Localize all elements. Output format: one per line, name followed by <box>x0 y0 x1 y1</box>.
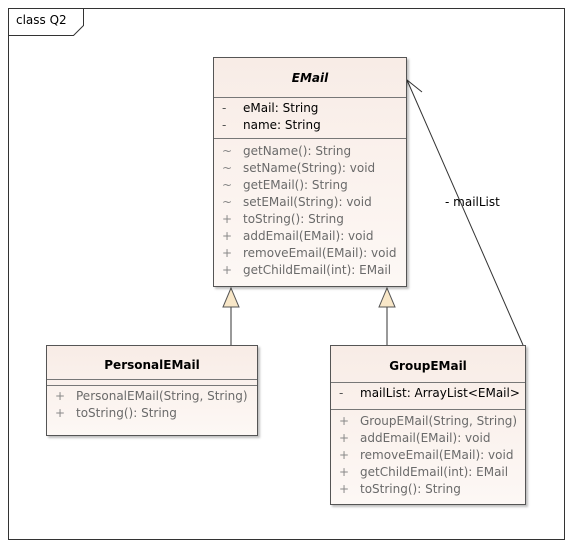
operation-row: + removeEmail(EMail): void <box>331 447 525 464</box>
attribute-row: - mailList: ArrayList<EMail> <box>331 385 525 402</box>
class-personal-email-name: PersonalEMail <box>47 346 257 380</box>
attribute-text: mailList: ArrayList<EMail> <box>360 386 520 400</box>
frame-tab <box>8 8 84 36</box>
class-group-email-name: GroupEMail <box>331 346 525 383</box>
operation-row: ~ setName(String): void <box>214 160 406 177</box>
operation-row: + getChildEmail(int): EMail <box>214 262 406 279</box>
operation-text: setEMail(String): void <box>243 195 372 209</box>
class-group-email-attributes: - mailList: ArrayList<EMail> <box>331 383 525 410</box>
operation-text: getChildEmail(int): EMail <box>243 263 392 277</box>
visibility-marker: ~ <box>222 161 233 175</box>
class-group-email[interactable]: GroupEMail - mailList: ArrayList<EMail> +… <box>330 345 526 505</box>
operation-row: ~ getName(): String <box>214 143 406 160</box>
attribute-row: - eMail: String <box>214 100 406 117</box>
operation-row: + removeEmail(EMail): void <box>214 245 406 262</box>
visibility-marker: + <box>339 414 350 428</box>
association-line <box>406 79 524 346</box>
operation-text: addEmail(EMail): void <box>360 431 491 445</box>
visibility-marker: + <box>222 229 233 243</box>
association-label: - mailList <box>445 195 500 209</box>
class-personal-email-operations: + PersonalEMail(String, String) + toString… <box>47 386 257 426</box>
operation-row: + GroupEMail(String, String) <box>331 413 525 430</box>
visibility-marker: ~ <box>222 178 233 192</box>
visibility-marker: + <box>222 212 233 226</box>
visibility-marker: - <box>222 118 227 132</box>
attribute-text: name: String <box>243 118 321 132</box>
operation-row: ~ getEMail(): String <box>214 177 406 194</box>
operation-text: toString(): String <box>243 212 344 226</box>
frame-label: class Q2 <box>16 13 67 27</box>
class-personal-email-attributes <box>47 380 257 386</box>
visibility-marker: + <box>222 263 233 277</box>
operation-row: + toString(): String <box>47 405 257 422</box>
operation-text: toString(): String <box>76 406 177 420</box>
operation-row: + addEmail(EMail): void <box>331 430 525 447</box>
operation-row: + toString(): String <box>331 481 525 498</box>
operation-text: getEMail(): String <box>243 178 348 192</box>
operation-row: + addEmail(EMail): void <box>214 228 406 245</box>
class-email[interactable]: EMail - eMail: String - name: String ~ getN… <box>213 57 407 287</box>
class-email-name: EMail <box>214 58 406 98</box>
operation-text: removeEmail(EMail): void <box>243 246 397 260</box>
class-email-attributes: - eMail: String - name: String <box>214 98 406 139</box>
visibility-marker: + <box>222 246 233 260</box>
operation-text: addEmail(EMail): void <box>243 229 374 243</box>
visibility-marker: - <box>339 386 344 400</box>
attribute-text: eMail: String <box>243 101 319 115</box>
class-email-operations: ~ getName(): String ~ setName(String): voi… <box>214 139 406 283</box>
operation-text: getName(): String <box>243 144 352 158</box>
visibility-marker: ~ <box>222 195 233 209</box>
visibility-marker: + <box>339 482 350 496</box>
class-personal-email[interactable]: PersonalEMail + PersonalEMail(String, Str… <box>46 345 258 436</box>
visibility-marker: - <box>222 101 227 115</box>
generalization-arrowhead-group <box>378 286 396 308</box>
operation-row: + toString(): String <box>214 211 406 228</box>
class-group-email-operations: + GroupEMail(String, String) + addEmail(EM… <box>331 410 525 502</box>
operation-row: + getChildEmail(int): EMail <box>331 464 525 481</box>
visibility-marker: + <box>55 406 66 420</box>
operation-text: setName(String): void <box>243 161 376 175</box>
operation-row: + PersonalEMail(String, String) <box>47 388 257 405</box>
operation-text: toString(): String <box>360 482 461 496</box>
visibility-marker: + <box>339 448 350 462</box>
visibility-marker: + <box>339 465 350 479</box>
generalization-arrowhead-personal <box>222 286 240 308</box>
operation-text: removeEmail(EMail): void <box>360 448 514 462</box>
operation-text: PersonalEMail(String, String) <box>76 389 248 403</box>
visibility-marker: + <box>339 431 350 445</box>
operation-text: getChildEmail(int): EMail <box>360 465 509 479</box>
operation-row: ~ setEMail(String): void <box>214 194 406 211</box>
visibility-marker: + <box>55 389 66 403</box>
operation-text: GroupEMail(String, String) <box>360 414 518 428</box>
visibility-marker: ~ <box>222 144 233 158</box>
attribute-row: - name: String <box>214 117 406 134</box>
